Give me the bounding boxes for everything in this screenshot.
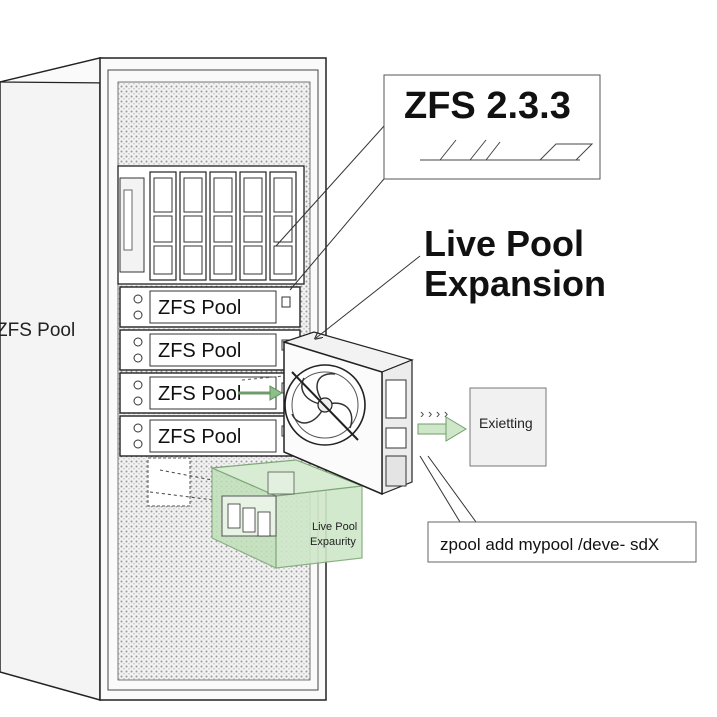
drive-slot [149,171,177,281]
tray-screw-icon [133,380,143,390]
expansion-box [209,459,363,569]
pool-tray-label: ZFS Pool [158,340,241,362]
drive-slot [239,171,267,281]
expansion-box-label-line1: Live Pool [312,521,357,533]
command-callout-line [419,455,461,523]
pool-tray-label: ZFS Pool [158,426,241,448]
pool-tray: ZFS Pool [119,372,301,414]
insert-guide-line [241,375,285,381]
expansion-connector-line [159,469,213,481]
heading-line2: Expansion [424,263,606,304]
expansion-box-label-line2: Expaurity [310,536,356,548]
drive-slot [209,171,237,281]
lower-slot-frame [147,457,191,507]
tray-screw-icon [133,294,143,304]
version-callout [383,74,601,180]
existing-box [469,387,547,467]
pool-tray-label: ZFS Pool [158,297,241,319]
pool-tray-label: ZFS Pool [158,383,241,405]
pool-tray: ZFS Pool [119,415,301,457]
tray-screw-icon [133,396,143,406]
tray-screw-icon [133,337,143,347]
pool-tray: ZFS Pool [119,286,301,328]
dashed-arrow-glyphs: › › › › [420,406,448,421]
command-box [427,521,697,563]
tray-screw-icon [133,310,143,320]
expansion-connector-line [149,491,215,501]
pool-tray: ZFS Pool [119,329,301,371]
tray-screw-icon [133,353,143,363]
command-callout-line [427,455,477,523]
version-title: ZFS 2.3.3 [404,85,571,127]
command-text: zpool add mypool /deve- sdX [440,535,659,554]
drive-slot [179,171,207,281]
heading-line1: Live Pool [424,223,584,264]
green-arrow [417,416,467,442]
tray-screw-icon [133,423,143,433]
tray-screw-icon [133,439,143,449]
rack-side-label: ZFS Pool [0,320,75,341]
drive-slot [269,171,297,281]
existing-box-label: Exietting [479,415,533,431]
callout-lines [275,125,421,338]
fan-icon [284,364,366,446]
drive-slot-group [149,171,297,281]
insert-arrow-head [269,385,283,401]
